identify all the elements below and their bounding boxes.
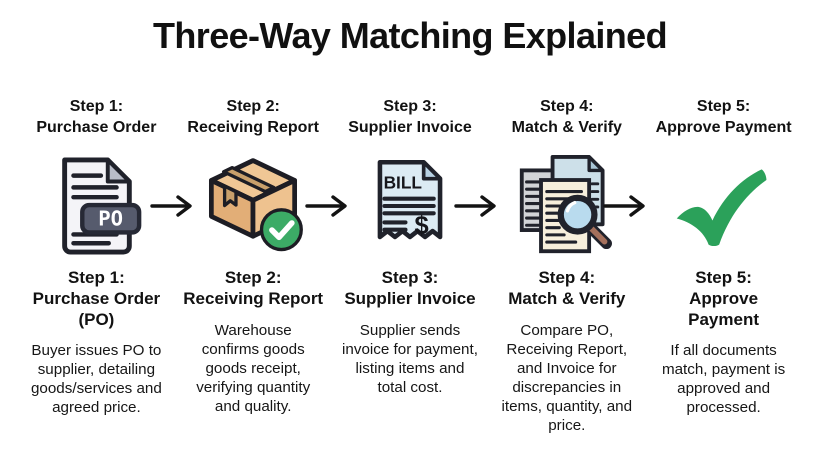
po-badge-label: PO	[99, 207, 124, 231]
step2-header: Step 2: Receiving Report	[187, 98, 319, 137]
step2-icon-cell	[175, 150, 332, 262]
step4-detail-cell: Step 4: Match & Verify Compare PO, Recei…	[488, 268, 645, 434]
step3-icon-cell: BILL $	[332, 150, 489, 262]
step5-header-cell: Step 5: Approve Payment	[645, 96, 802, 138]
bill-label: BILL	[384, 173, 423, 193]
step4-header: Step 4: Match & Verify	[511, 98, 622, 137]
step1-header: Step 1: Purchase Order	[36, 98, 157, 137]
bill-invoice-icon: BILL $	[377, 160, 443, 240]
step4-icon-cell	[488, 150, 645, 262]
step1-icon-cell: PO	[18, 150, 175, 262]
arrow-right-icon-2	[305, 193, 351, 219]
step1-description: Buyer issues PO to supplier, detailing g…	[30, 342, 162, 417]
step4-detail-title: Step 4: Match & Verify	[508, 268, 626, 308]
step3-detail-cell: Step 3: Supplier Invoice Supplier sends …	[332, 268, 489, 396]
arrow-right-icon-3	[453, 193, 500, 219]
step5-detail-cell: Step 5: Approve Payment If all documents…	[645, 268, 802, 417]
po-document-icon: PO	[62, 157, 142, 255]
step2-header-cell: Step 2: Receiving Report	[175, 96, 332, 138]
step5-header: Step 5: Approve Payment	[655, 98, 792, 137]
check-circle-icon	[260, 208, 304, 252]
icons-row: PO BILL	[18, 150, 802, 262]
step3-header: Step 3: Supplier Invoice	[348, 98, 472, 137]
arrow-right-icon-1	[150, 193, 196, 219]
step5-description: If all documents match, payment is appro…	[661, 342, 786, 417]
step4-header-cell: Step 4: Match & Verify	[488, 96, 645, 138]
dollar-symbol: $	[415, 212, 429, 240]
step1-detail-cell: Step 1: Purchase Order (PO) Buyer issues…	[18, 268, 175, 417]
step2-detail-title: Step 2: Receiving Report	[183, 268, 324, 308]
green-checkmark-icon	[676, 169, 767, 247]
step3-description: Supplier sends invoice for payment, list…	[342, 321, 478, 396]
step2-description: Warehouse confirms goods goods receipt, …	[196, 321, 311, 415]
package-check-icon	[209, 158, 304, 252]
step1-header-cell: Step 1: Purchase Order	[18, 96, 175, 138]
step-details-row: Step 1: Purchase Order (PO) Buyer issues…	[18, 268, 802, 434]
step1-detail-title: Step 1: Purchase Order (PO)	[32, 268, 161, 329]
step4-description: Compare PO, Receiving Report, and Invoic…	[501, 321, 633, 434]
magnifier-lens	[557, 194, 598, 235]
page-title: Three-Way Matching Explained	[153, 15, 668, 56]
step-headers-row: Step 1: Purchase Order Step 2: Receiving…	[18, 96, 802, 138]
arrow-right-icon-4	[603, 193, 649, 219]
step5-detail-title: Step 5: Approve Payment	[688, 268, 760, 329]
step3-detail-title: Step 3: Supplier Invoice	[344, 268, 476, 308]
step2-detail-cell: Step 2: Receiving Report Warehouse confi…	[175, 268, 332, 415]
step5-icon-cell	[645, 150, 802, 262]
step3-header-cell: Step 3: Supplier Invoice	[332, 96, 489, 138]
documents-magnifier-icon	[519, 155, 612, 254]
